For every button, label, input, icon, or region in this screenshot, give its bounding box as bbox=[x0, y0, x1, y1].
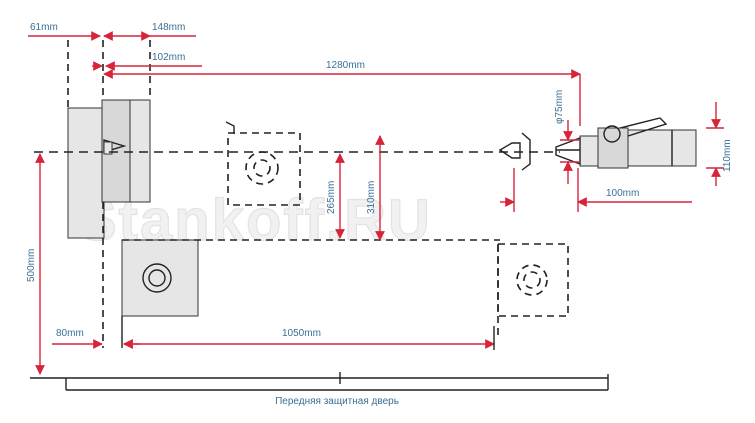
base-line bbox=[30, 372, 609, 391]
dim-310-label: 310mm bbox=[366, 181, 377, 214]
dim-265: 265mm bbox=[326, 153, 345, 239]
dim-310: 310mm bbox=[366, 135, 385, 241]
dim-75-label: φ75mm bbox=[554, 90, 565, 124]
dim-1280: 1280mm bbox=[103, 60, 581, 126]
carriage bbox=[121, 239, 500, 348]
front-door-caption: Передняя защитная дверь bbox=[275, 396, 399, 407]
dim-102: 102mm bbox=[92, 52, 202, 71]
dim-80: 80mm bbox=[52, 328, 140, 349]
headstock bbox=[67, 40, 151, 348]
dim-102-label: 102mm bbox=[152, 52, 185, 63]
dim-1050: 1050mm bbox=[123, 326, 495, 350]
dim-265-label: 265mm bbox=[326, 181, 337, 214]
dim-100-label: 100mm bbox=[606, 188, 639, 199]
dim-100: 100mm bbox=[500, 168, 692, 212]
tailstock-center bbox=[498, 132, 531, 171]
right-carriage-outline bbox=[497, 243, 569, 340]
dim-75: φ75mm bbox=[554, 90, 580, 184]
dim-61-label: 61mm bbox=[30, 22, 58, 33]
dim-80-label: 80mm bbox=[56, 328, 84, 339]
dim-61: 61mm bbox=[28, 22, 124, 41]
dim-1280-label: 1280mm bbox=[326, 60, 365, 71]
middle-carriage-outline bbox=[225, 121, 301, 206]
dim-500: 500mm bbox=[26, 153, 45, 375]
dim-110: 110mm bbox=[706, 102, 733, 186]
dim-110-label: 110mm bbox=[722, 139, 733, 172]
dim-148-label: 148mm bbox=[152, 22, 185, 33]
tailstock bbox=[555, 117, 697, 169]
dim-500-label: 500mm bbox=[26, 249, 37, 282]
dim-148: 148mm bbox=[124, 22, 196, 41]
dim-1050-label: 1050mm bbox=[282, 328, 321, 339]
